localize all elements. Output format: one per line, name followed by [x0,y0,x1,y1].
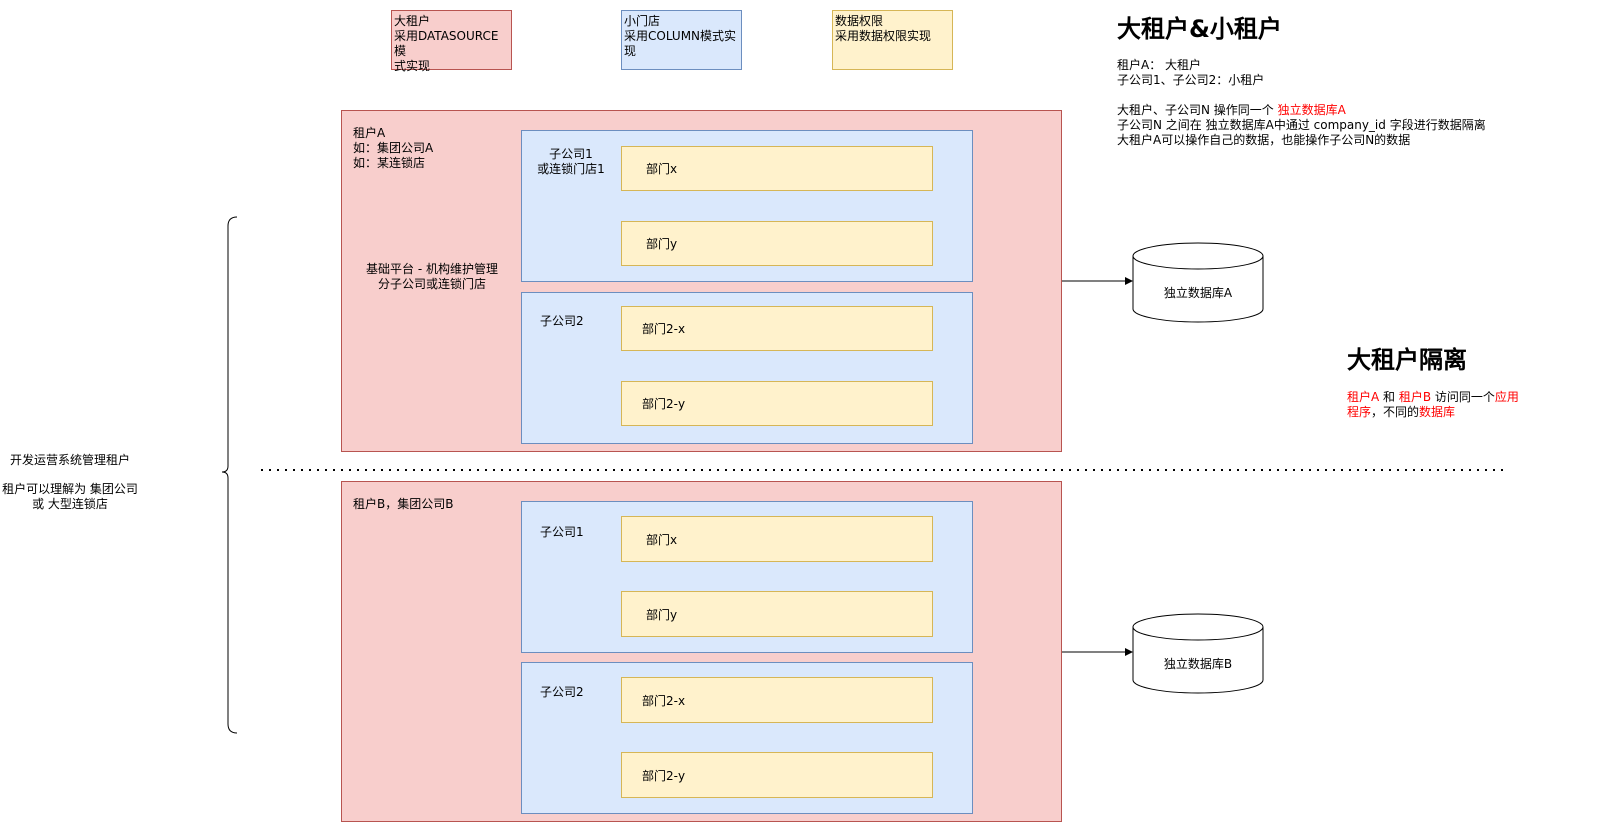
dept-label: 部门2-y [642,768,686,783]
arrow-b-head [1125,648,1133,656]
dept-label: 部门x [646,162,678,176]
spacer [1117,88,1577,103]
tenant-a-platform: 基础平台 - 机构维护管理 分子公司或连锁门店 [366,262,498,291]
database-b-label: 独立数据库B [1163,657,1233,671]
legend-data-permission: 数据权限 采用数据权限实现 [832,10,953,70]
legend-datasource-text: 大租户 采用DATASOURCE模 式实现 [394,14,499,73]
tenant-b-dept-x: 部门x [621,516,933,562]
isolation-database: 数据库 [1419,405,1456,419]
isolation-tenant-a: 租户A [1347,390,1380,404]
big-small-line1: 租户A： 大租户 [1117,58,1202,72]
tenant-a-company2-label: 子公司2 [540,314,584,328]
database-b-icon [1132,613,1264,694]
legend-datasource: 大租户 采用DATASOURCE模 式实现 [391,10,512,73]
tenant-b-dept-2y: 部门2-y [621,752,933,798]
tenant-b-company1-label: 子公司1 [540,525,584,539]
big-small-line3: 大租户、子公司N 操作同一个 独立数据库A [1117,103,1577,118]
tenant-b-dept-y: 部门y [621,591,933,637]
isolation-different: ，不同的 [1371,405,1420,419]
tenant-a-dept-y: 部门y [621,221,933,266]
big-small-description: 租户A： 大租户 子公司1、子公司2：小租户 大租户、子公司N 操作同一个 独立… [1117,58,1577,148]
tenant-a-company1-label: 子公司1 或连锁门店1 [537,147,605,176]
database-a-icon [1132,242,1264,323]
arrow-a-head [1125,277,1133,285]
isolation-program: 程序 [1347,405,1372,419]
tenant-b-title: 租户B，集团公司B [353,497,454,511]
legend-column: 小门店 采用COLUMN模式实 现 [621,10,742,70]
dept-label: 部门2-x [642,693,686,708]
left-brace [221,216,238,734]
isolation-tenant-b: 租户B [1398,390,1432,404]
legend-column-text: 小门店 采用COLUMN模式实 现 [624,14,737,58]
dept-label: 部门y [646,607,678,622]
isolation-access: 访问同一个 [1431,390,1495,404]
big-small-heading: 大租户&小租户 [1117,15,1282,43]
line3-prefix: 大租户、子公司N 操作同一个 [1117,103,1278,117]
tenant-b-company2-label: 子公司2 [540,685,584,699]
tenant-a-dept-2y: 部门2-y [621,381,933,426]
tenant-a-title: 租户A 如：集团公司A 如：某连锁店 [353,126,434,170]
big-small-line2: 子公司1、子公司2：小租户 [1117,73,1265,87]
line3-highlight: 独立数据库A [1277,103,1346,117]
isolation-app: 应用 [1494,390,1519,404]
isolation-description: 租户A 和 租户B 访问同一个应用程序，不同的数据库 [1347,390,1527,420]
tenant-explain-label: 租户可以理解为 集团公司 或 大型连锁店 [2,482,138,511]
legend-data-permission-text: 数据权限 采用数据权限实现 [835,14,932,43]
tenant-a-dept-x: 部门x [621,146,933,191]
big-small-line4: 子公司N 之间在 独立数据库A中通过 company_id 字段进行数据隔离 [1117,118,1486,132]
big-small-line5: 大租户A可以操作自己的数据，也能操作子公司N的数据 [1117,133,1411,147]
isolation-heading: 大租户隔离 [1347,346,1467,374]
tenant-a-dept-2x: 部门2-x [621,306,933,351]
dept-label: 部门x [646,532,678,547]
tenant-b-dept-2x: 部门2-x [621,677,933,723]
dept-label: 部门y [646,237,678,251]
dept-label: 部门2-x [642,322,686,336]
dept-label: 部门2-y [642,397,686,411]
isolation-and: 和 [1379,390,1399,404]
ops-system-label: 开发运营系统管理租户 [9,453,130,467]
database-a-label: 独立数据库A [1163,286,1233,300]
